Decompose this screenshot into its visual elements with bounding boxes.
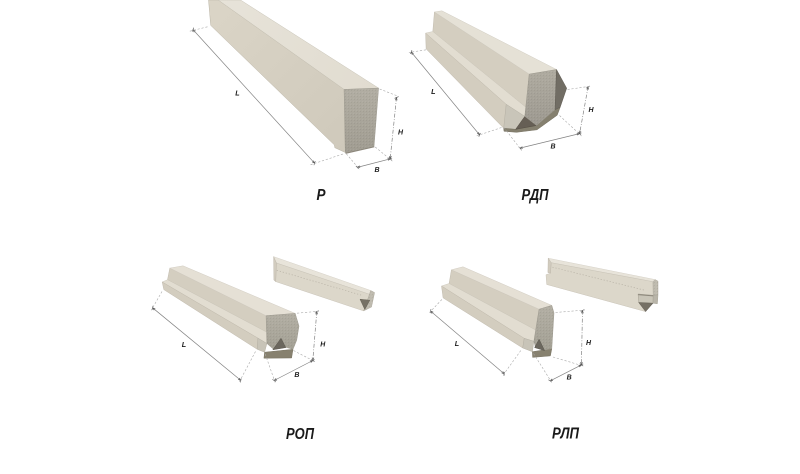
svg-text:B: B [550,144,555,151]
svg-text:РЛП: РЛП [552,426,579,443]
svg-text:Р: Р [317,187,326,204]
svg-text:L: L [431,87,435,96]
svg-text:L: L [182,340,186,349]
svg-text:РОП: РОП [286,426,314,443]
svg-text:L: L [455,339,459,348]
svg-text:L: L [235,88,239,97]
svg-text:B: B [294,372,299,379]
svg-text:B: B [374,167,379,174]
svg-text:РДП: РДП [522,187,549,204]
svg-text:B: B [567,375,572,382]
